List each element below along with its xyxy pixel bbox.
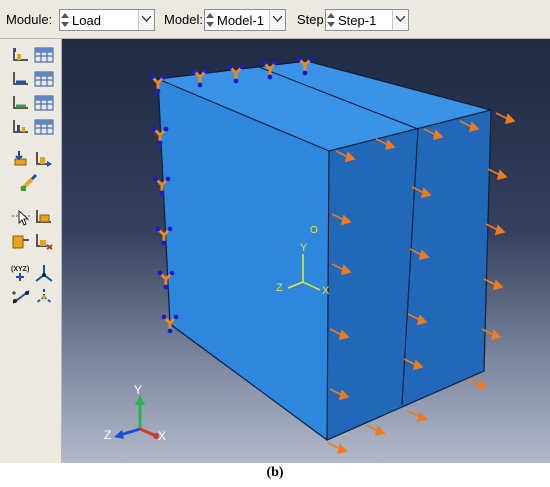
module-toolbox: (XYZ) bbox=[0, 39, 62, 463]
load-arrow bbox=[407, 313, 428, 326]
query-tool-icon[interactable] bbox=[10, 207, 32, 227]
load-arrow bbox=[375, 138, 396, 151]
load-arrow bbox=[423, 128, 444, 141]
create-surface-icon[interactable] bbox=[10, 231, 32, 251]
load-arrow bbox=[495, 112, 516, 125]
create-set-icon[interactable] bbox=[33, 231, 55, 251]
bc-symbol bbox=[191, 68, 209, 88]
datum-point-icon[interactable] bbox=[33, 263, 55, 283]
model-value: Model-1 bbox=[217, 13, 264, 28]
load-arrow bbox=[329, 328, 350, 341]
module-spinner-icon[interactable] bbox=[61, 12, 69, 28]
triad-y-label: Y bbox=[134, 383, 142, 397]
step-spinner-icon[interactable] bbox=[327, 12, 335, 28]
model-spinner-icon[interactable] bbox=[206, 12, 214, 28]
load-arrow bbox=[403, 358, 424, 371]
load-arrow bbox=[331, 213, 352, 226]
part-top-face[interactable] bbox=[158, 61, 491, 151]
create-load-case-icon[interactable] bbox=[10, 117, 32, 137]
model-select[interactable]: Model-1 bbox=[204, 9, 286, 31]
step-value: Step-1 bbox=[338, 13, 377, 28]
datum-plane-icon[interactable] bbox=[33, 287, 55, 307]
partition-edge bbox=[258, 66, 419, 406]
model-canvas[interactable]: Y Z X O Y Z X bbox=[62, 39, 550, 463]
predefined-field-manager-icon[interactable] bbox=[33, 93, 55, 113]
bc-symbol bbox=[153, 176, 171, 196]
csys-x-label: X bbox=[322, 285, 330, 297]
step-select[interactable]: Step-1 bbox=[325, 9, 409, 31]
triad-x-label: X bbox=[158, 429, 166, 443]
view-triad: Y Z X bbox=[104, 383, 166, 443]
boundary-conditions bbox=[149, 56, 314, 334]
amplitude-manager-icon[interactable] bbox=[33, 149, 55, 169]
datum-csys: Y Z X O bbox=[276, 225, 330, 297]
abaqus-window: Module: Load Model: Model-1 Step: Step-1 bbox=[0, 0, 550, 463]
module-label: Module: bbox=[6, 12, 53, 27]
bc-symbol bbox=[261, 60, 279, 80]
partition-icon[interactable] bbox=[33, 207, 55, 227]
chevron-down-icon[interactable] bbox=[392, 10, 408, 30]
load-arrow bbox=[485, 223, 506, 236]
chevron-down-icon[interactable] bbox=[269, 10, 285, 30]
load-arrow bbox=[365, 424, 386, 437]
pressure-load-arrows bbox=[327, 112, 516, 455]
step-label: Step: bbox=[297, 12, 328, 27]
module-select[interactable]: Load bbox=[59, 9, 155, 31]
csys-origin-label: O bbox=[310, 225, 318, 236]
model-label: Model: bbox=[164, 12, 204, 27]
part-solid[interactable] bbox=[157, 60, 492, 441]
triad-z-label: Z bbox=[104, 428, 111, 442]
datum-axis-icon[interactable] bbox=[10, 287, 32, 307]
load-arrow bbox=[407, 410, 428, 423]
create-predefined-field-icon[interactable] bbox=[10, 93, 32, 113]
figure-caption: (b) bbox=[0, 465, 550, 481]
bc-manager-icon[interactable] bbox=[33, 69, 55, 89]
svg-text:(XYZ): (XYZ) bbox=[11, 266, 29, 273]
caption-label: (b) bbox=[266, 465, 284, 480]
bc-symbol bbox=[151, 126, 169, 146]
graphics-viewport[interactable]: Y Z X O Y Z X bbox=[62, 39, 550, 463]
load-arrow bbox=[411, 186, 432, 199]
load-arrow bbox=[329, 388, 350, 401]
part-front-face[interactable] bbox=[158, 79, 329, 440]
bc-symbol bbox=[227, 64, 245, 84]
load-arrow bbox=[331, 263, 352, 276]
module-value: Load bbox=[72, 13, 101, 28]
create-load-icon[interactable] bbox=[10, 45, 32, 65]
create-bc-icon[interactable] bbox=[10, 69, 32, 89]
load-manager-icon[interactable] bbox=[33, 45, 55, 65]
analytical-field-icon[interactable] bbox=[18, 173, 40, 193]
load-case-manager-icon[interactable] bbox=[33, 117, 55, 137]
load-arrow bbox=[409, 248, 430, 261]
bc-symbol bbox=[149, 74, 167, 94]
load-arrow bbox=[327, 442, 348, 455]
load-arrow bbox=[487, 168, 508, 181]
load-arrow bbox=[459, 120, 480, 133]
bc-symbol bbox=[296, 56, 314, 76]
bc-symbol bbox=[161, 314, 179, 334]
csys-z-label: Z bbox=[276, 282, 283, 294]
load-arrow bbox=[483, 278, 504, 291]
bc-symbol bbox=[155, 226, 173, 246]
chevron-down-icon[interactable] bbox=[138, 10, 154, 30]
csys-y-label: Y bbox=[300, 242, 308, 254]
load-arrow bbox=[335, 150, 356, 163]
datum-csys-icon[interactable]: (XYZ) bbox=[10, 263, 32, 283]
create-amplitude-icon[interactable] bbox=[10, 149, 32, 169]
context-toolbar: Module: Load Model: Model-1 Step: Step-1 bbox=[0, 0, 550, 39]
bc-symbol bbox=[157, 270, 175, 290]
load-arrow bbox=[481, 328, 502, 341]
load-arrow bbox=[467, 378, 488, 391]
